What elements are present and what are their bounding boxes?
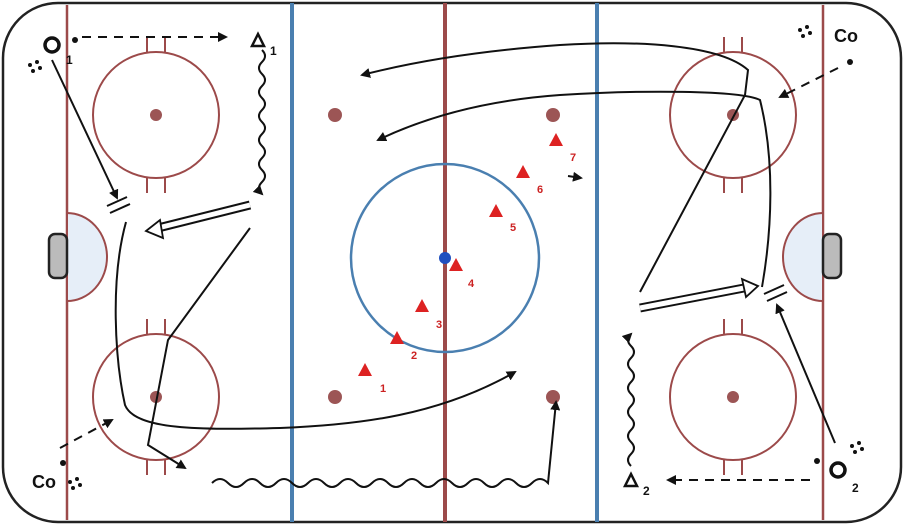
pass-dashed-top-right (778, 67, 839, 98)
cone-7: 7 (549, 133, 576, 164)
player-triangle-right-label: 2 (643, 484, 650, 498)
skate-line-right-coach (775, 303, 836, 444)
puck-pile-right-top (798, 25, 812, 38)
center-faceoff-dot (439, 252, 451, 264)
skate-curve-top-right-1 (360, 42, 750, 293)
stop-mark-right (763, 284, 788, 302)
svg-text:2: 2 (411, 350, 417, 362)
player-o-left-label: 1 (66, 53, 73, 67)
arrow-after-cone-7 (567, 171, 583, 182)
drill-paths (51, 32, 839, 488)
faceoff-circle-left-top (92, 37, 220, 193)
puck-pile-right-bottom (850, 441, 864, 454)
skate-path-left-down (146, 227, 251, 470)
center-circle (349, 162, 541, 354)
net-left (47, 232, 69, 280)
player-triangle-right: 2 (622, 471, 650, 498)
faceoff-circle-left-bottom (92, 319, 220, 475)
skate-wavy-right-bottom (621, 332, 635, 467)
player-triangle-left: 1 (249, 31, 277, 58)
net-right (821, 232, 843, 280)
crease-left (66, 211, 108, 303)
coach-right-label: Co (834, 26, 858, 46)
svg-text:5: 5 (510, 222, 516, 234)
skate-wavy-bottom (211, 400, 561, 488)
cone-6: 6 (516, 165, 543, 196)
svg-text:4: 4 (468, 278, 475, 290)
cone-2: 2 (390, 331, 417, 362)
cones: 1 2 3 4 5 6 7 (358, 133, 576, 395)
coach-left-label: Co (32, 472, 56, 492)
cone-3: 3 (415, 299, 442, 331)
hollow-pass-arrow-right (639, 277, 760, 313)
stop-mark-left (106, 196, 131, 214)
player-o-right-label: 2 (852, 481, 859, 495)
cone-4: 4 (449, 258, 475, 290)
puck-pile-left-top (28, 60, 42, 73)
faceoff-circle-right-top (669, 37, 797, 193)
faceoff-circle-right-bottom (669, 319, 797, 475)
player-triangle-left-label: 1 (270, 44, 277, 58)
hollow-pass-arrow-left (144, 200, 252, 240)
pass-dashed-bottom-left (59, 419, 114, 449)
skate-wavy-left-top (252, 49, 266, 196)
svg-text:1: 1 (380, 383, 386, 395)
player-o-right: 2 (814, 458, 859, 495)
skate-curve-left-bottom (114, 221, 517, 430)
player-o-left: 1 (43, 36, 78, 67)
coach-right: Co (834, 26, 858, 65)
skate-curve-top-right-2 (376, 90, 772, 288)
crease-right (782, 211, 824, 303)
coach-left: Co (32, 460, 66, 492)
svg-text:7: 7 (570, 152, 576, 164)
svg-text:6: 6 (537, 184, 543, 196)
faceoff-dots (150, 108, 739, 404)
svg-text:3: 3 (436, 319, 442, 331)
cone-5: 5 (489, 204, 516, 234)
cone-1: 1 (358, 363, 386, 395)
skate-line-left-coach (51, 59, 119, 200)
puck-pile-left-bottom (68, 477, 82, 490)
